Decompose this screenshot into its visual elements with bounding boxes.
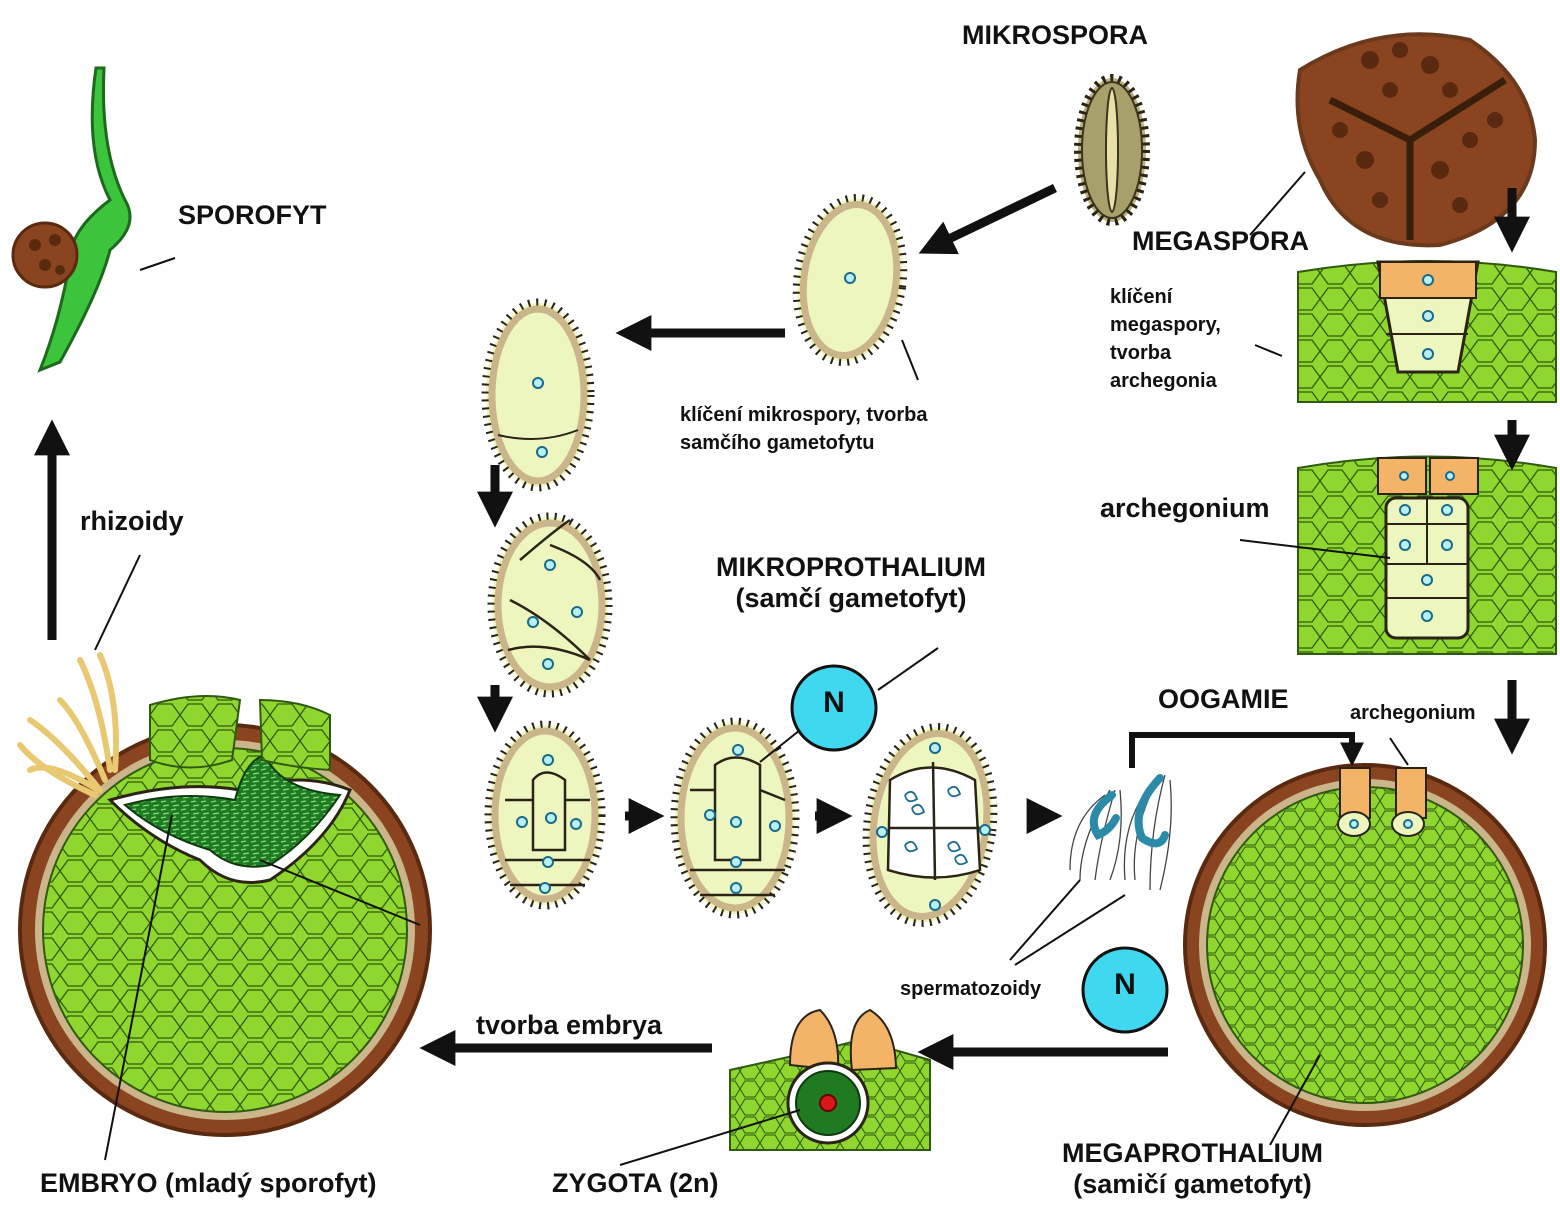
label-mikroprothalium-1: MIKROPROTHALIUM [716,552,986,583]
label-megaprothalium: MEGAPROTHALIUM (samičí gametofyt) [1062,1138,1323,1200]
label-zygota: ZYGOTA (2n) [552,1168,718,1199]
label-mega-germ-3: tvorba [1110,342,1171,365]
microspore [1078,78,1146,222]
label-mikroprothalium-2: (samčí gametofyt) [716,583,986,614]
rhizoidy-pointer [95,555,140,650]
label-sporofyt: SPOROFYT [178,200,327,231]
label-mega-germ-4: archegonia [1110,370,1217,393]
megaspore [1298,34,1536,245]
arrow-microspore-to-germ1 [930,188,1055,248]
n-badge-male-pointer [878,648,938,690]
label-mega-germ-1: klíčení [1110,286,1172,309]
label-spermatozoidy: spermatozoidy [900,978,1041,1001]
micro-germ-pointer [902,340,918,380]
label-mega-germ-2: megaspory, [1110,314,1221,337]
label-megaprothalium-1: MEGAPROTHALIUM [1062,1138,1323,1169]
spermatozoidy-pointer-1 [1010,880,1080,960]
sporophyte [13,68,130,370]
megaspore-germination-tissue [1298,261,1556,402]
microprothallium-spore [855,719,1005,930]
archegonium-tissue [1298,457,1556,655]
label-n-badge-male: N [792,686,876,721]
spore-germination-1 [787,192,913,369]
spermatozoids [1070,775,1171,890]
mega-germ-pointer [1255,345,1282,356]
megaprothallium [1185,700,1545,1125]
label-embryo: EMBRYO (mladý sporofyt) [40,1168,377,1199]
label-micro-germ-1: klíčení mikrospory, tvorba [680,404,928,427]
label-rhizoidy: rhizoidy [80,506,184,537]
label-mikrospora: MIKROSPORA [962,20,1148,51]
spore-division-3 [675,722,795,914]
spore-division-2 [489,725,601,905]
label-mikroprothalium: MIKROPROTHALIUM (samčí gametofyt) [716,552,986,614]
label-megaprothalium-2: (samičí gametofyt) [1062,1169,1323,1200]
embryo-prothallium [20,640,430,1135]
label-micro-germ-2: samčího gametofytu [680,432,874,455]
sporofyt-pointer [140,258,175,270]
spore-germination-2 [486,303,590,487]
label-archegonium-small: archegonium [1350,702,1476,725]
label-n-badge-female: N [1083,968,1167,1003]
label-megaspora: MEGASPORA [1132,226,1309,257]
spore-division-1 [492,517,608,693]
label-oogamie: OOGAMIE [1158,684,1289,715]
zygote-tissue [730,1010,930,1150]
label-archegonium: archegonium [1100,493,1270,524]
label-tvorba-embrya: tvorba embrya [476,1010,662,1041]
